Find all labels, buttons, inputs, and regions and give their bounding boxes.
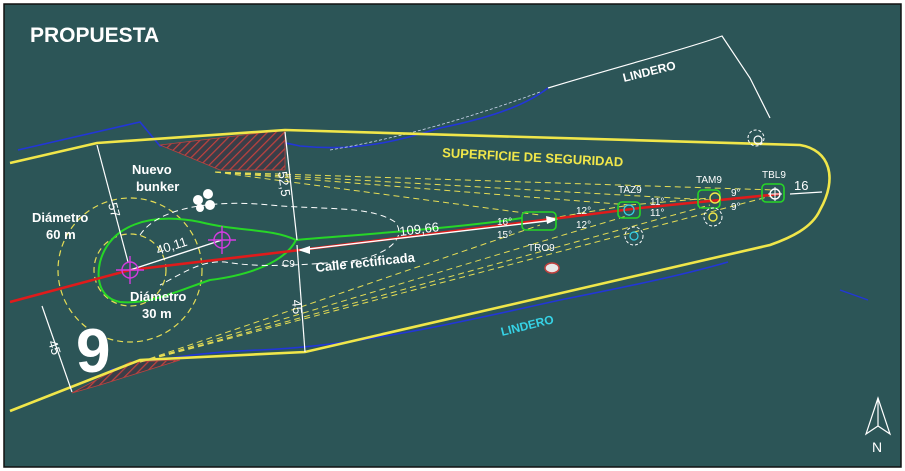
bunker-tro9: [544, 262, 560, 274]
tee-tam9-box: [697, 189, 723, 227]
diameter-60-label-2: 60 m: [46, 227, 76, 242]
dimension-109-line: [299, 219, 556, 251]
angle-12-bottom: 12°: [576, 220, 591, 231]
dimension-45-left: 45: [45, 338, 64, 356]
fairway-dashed-outline: [139, 202, 400, 286]
dimension-40-line: [129, 239, 223, 271]
safety-rays: [139, 171, 776, 363]
circle-60m: [57, 197, 203, 343]
dimension-109-arrow-start: [298, 246, 310, 254]
dimension-45-left-line: [41, 305, 73, 393]
tee-tro9-label: TRO9: [528, 243, 555, 254]
boundary-top-white-dash: [329, 91, 541, 151]
angle-12-top: 12°: [576, 206, 591, 217]
boundary-bottom: [109, 261, 729, 371]
dimension-16-line: [789, 191, 823, 195]
tee-tbl9-label: TBL9: [762, 170, 786, 181]
hatched-zone-top: [158, 129, 286, 171]
angle-9-top: 9°: [731, 188, 741, 199]
dimension-109-66: 109,66: [399, 219, 440, 239]
new-bunker-label-2: bunker: [136, 179, 179, 194]
tee-tro9-box: [521, 211, 557, 231]
north-arrow-icon: [864, 396, 892, 436]
tee-tam9-label: TAM9: [696, 175, 722, 186]
dimension-109-arrow-end: [546, 216, 558, 224]
tee-tbl9-box: [761, 183, 785, 203]
tee-taz9-label: TAZ9: [618, 185, 642, 196]
fairway-outline: [295, 217, 523, 241]
map-background: [3, 3, 902, 468]
dimension-45-mid-line: [296, 244, 306, 353]
circle-30m: [93, 233, 167, 307]
hole-number: 9: [76, 317, 110, 386]
new-bunker-label-1: Nuevo: [132, 162, 172, 177]
dimension-16: 16: [794, 178, 808, 193]
tee-extra-dashed: [747, 129, 765, 147]
angle-11-bottom: 11°: [650, 208, 664, 219]
green-target-secondary: [208, 226, 236, 254]
new-bunker-shape: [193, 189, 215, 212]
diameter-30-label-2: 30 m: [142, 306, 172, 321]
tee-taz9-box: [617, 201, 644, 246]
page-title: PROPUESTA: [30, 24, 159, 47]
boundary-top-white: [547, 35, 771, 119]
green-target-main: [116, 256, 144, 284]
safety-surface-outline: [9, 128, 831, 413]
angle-16: 16°: [497, 217, 512, 228]
center-line: [9, 192, 781, 304]
dimension-45-mid: 45: [289, 299, 305, 315]
boundary-bottom-right: [839, 289, 869, 301]
angle-15: 15°: [497, 230, 512, 241]
north-label: N: [872, 439, 882, 455]
green-outline: [97, 217, 298, 304]
c9-label: C9: [282, 259, 295, 270]
angle-9-bottom: 9°: [731, 202, 741, 213]
angle-11-top: 11°: [650, 197, 664, 208]
dimension-57: 57: [105, 201, 123, 219]
diameter-30-label-1: Diámetro: [130, 289, 186, 304]
diameter-60-label-1: Diámetro: [32, 210, 88, 225]
dimension-57-line: [96, 144, 129, 263]
dimension-52-line: [284, 131, 298, 241]
dimension-52-5: 52,5: [275, 170, 293, 197]
